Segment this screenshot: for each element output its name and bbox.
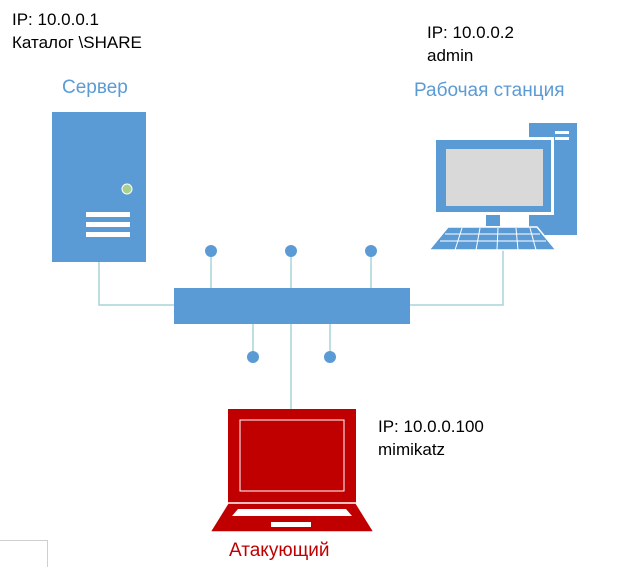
attacker-ip-label: IP: 10.0.0.100 (378, 417, 484, 436)
workstation-ip-label: IP: 10.0.0.2 (427, 23, 514, 42)
switch-port-1-dot (205, 245, 217, 257)
server-share-label: Каталог \SHARE (12, 33, 142, 52)
laptop-lid (228, 409, 356, 503)
switch-port-5-dot (324, 351, 336, 363)
laptop-base (208, 502, 376, 533)
server-ip-label: IP: 10.0.0.1 (12, 10, 99, 29)
server-title: Сервер (62, 77, 128, 98)
attacker-tool-label: mimikatz (378, 440, 446, 459)
workstation-title: Рабочая станция (414, 80, 565, 101)
network-switch-icon (174, 245, 410, 363)
laptop-icon (208, 409, 376, 533)
server-link (98, 262, 174, 306)
switch-port-2-dot (285, 245, 297, 257)
server-tower-icon (52, 112, 146, 262)
corner-frame (0, 540, 48, 567)
attacker-title: Атакующий (229, 540, 330, 561)
switch-port-3-dot (365, 245, 377, 257)
server-power-led (121, 183, 133, 195)
workstation-user-label: admin (427, 46, 474, 65)
connection-lines (98, 250, 504, 410)
switch-port-4-dot (247, 351, 259, 363)
laptop-screen (239, 419, 345, 492)
desktop-computer-icon (427, 123, 577, 251)
workstation-keyboard (427, 226, 558, 251)
workstation-link (410, 250, 504, 306)
